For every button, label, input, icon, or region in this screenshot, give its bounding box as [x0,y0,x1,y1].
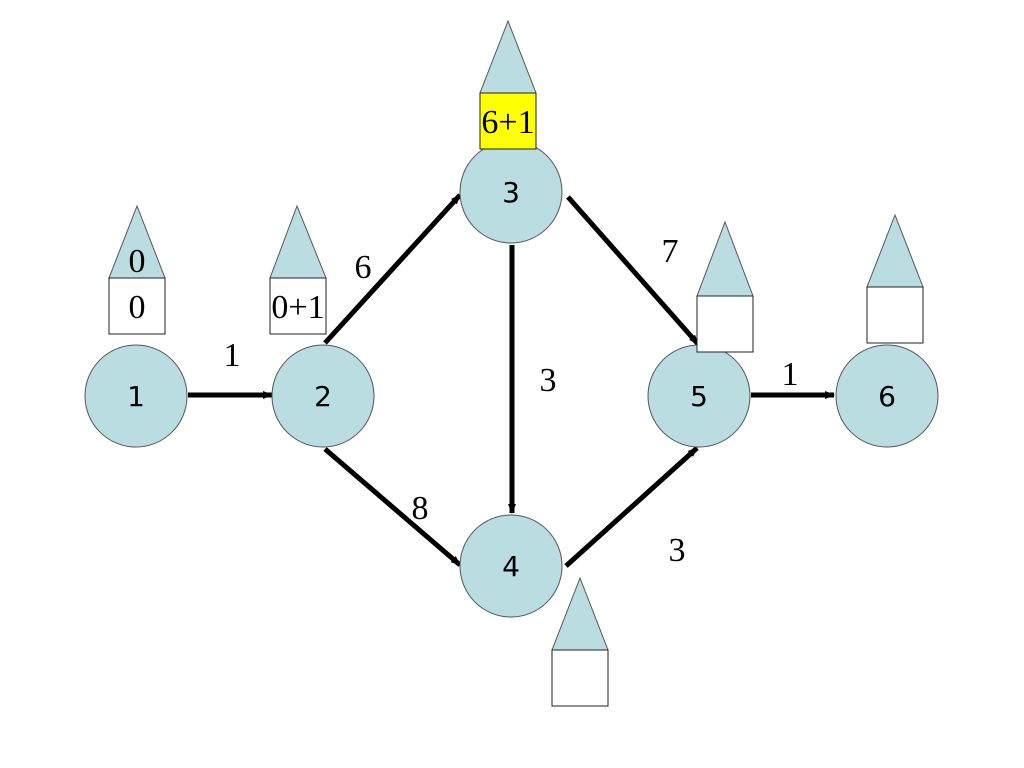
node-3-box-value: 6+1 [481,104,534,141]
node-5: 5 [647,344,751,448]
node-5-marker [696,220,754,353]
node-4: 4 [459,514,563,618]
edge-4-5-weight: 3 [669,532,686,569]
node-3-box [479,92,537,150]
edge-2-3-arrow [323,193,462,345]
node-1-circle [84,344,188,448]
edge-4-5-arrow [564,446,699,568]
node-2-circle [271,344,375,448]
node-1-box-value: 0 [129,289,146,326]
node-2-marker: 0+1 [269,204,327,335]
node-1-box [108,277,166,335]
node-6-label: 6 [878,380,896,413]
node-2: 2 [271,344,375,448]
edges-layer [188,193,835,568]
node-2-label: 2 [314,380,332,413]
node-2-box-value: 0+1 [271,289,324,326]
node-3-triangle [479,19,537,94]
node-6-box [866,286,924,344]
node-5-box [696,295,754,353]
node-3-label: 3 [502,176,520,209]
edge-1-2-weight: 1 [224,337,241,374]
node-6-triangle [866,213,924,288]
node-1-triangle-value: 0 [129,243,146,280]
edge-3-5-arrow [566,195,700,346]
node-2-triangle [269,204,327,279]
node-1-marker: 00 [108,204,166,335]
weights-layer: 1 6 8 3 7 3 1 [224,233,799,569]
edge-3-5-weight: 7 [662,233,679,270]
edge-2-4-weight: 8 [412,490,429,527]
edge-2-4-arrow [323,447,462,567]
node-1: 1 [84,344,188,448]
node-4-marker [551,576,609,707]
node-4-circle [459,514,563,618]
nodes-layer: 1 2 3 4 5 6 [84,140,939,618]
node-1-label: 1 [127,380,145,413]
edge-3-4-weight: 3 [540,362,557,399]
node-2-box [269,277,327,335]
node-3: 3 [459,140,563,244]
node-4-triangle [551,576,609,651]
node-3-marker: 6+1 [479,19,537,150]
node-6-circle [835,344,939,448]
node-4-label: 4 [502,550,520,583]
edge-2-3-weight: 6 [355,249,372,286]
node-4-box [551,649,609,707]
node-6: 6 [835,344,939,448]
node-6-marker [866,213,924,344]
node-5-triangle [696,220,754,297]
edge-5-6-weight: 1 [782,356,799,393]
node-5-label: 5 [690,380,708,413]
